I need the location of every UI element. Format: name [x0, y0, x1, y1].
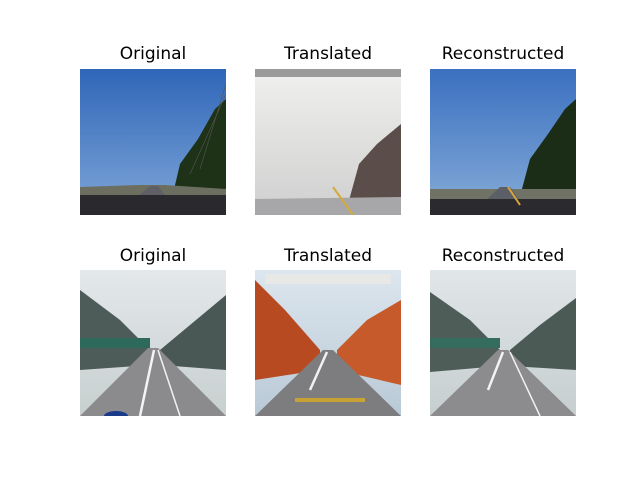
title-r2-c3: Reconstructed [441, 246, 565, 266]
title-r1-c2: Translated [284, 44, 372, 64]
image-reconstructed-clear-road [430, 69, 576, 215]
image-translated-snow-road [255, 69, 401, 215]
image-reconstructed-foggy-road [430, 270, 576, 416]
title-r1-c3: Reconstructed [441, 44, 565, 64]
image-translated-autumn-road [255, 270, 401, 416]
title-r2-c2: Translated [284, 246, 372, 266]
title-r1-c1: Original [119, 44, 187, 64]
image-original-clear-road [80, 69, 226, 215]
image-original-foggy-road [80, 270, 226, 416]
title-r2-c1: Original [119, 246, 187, 266]
